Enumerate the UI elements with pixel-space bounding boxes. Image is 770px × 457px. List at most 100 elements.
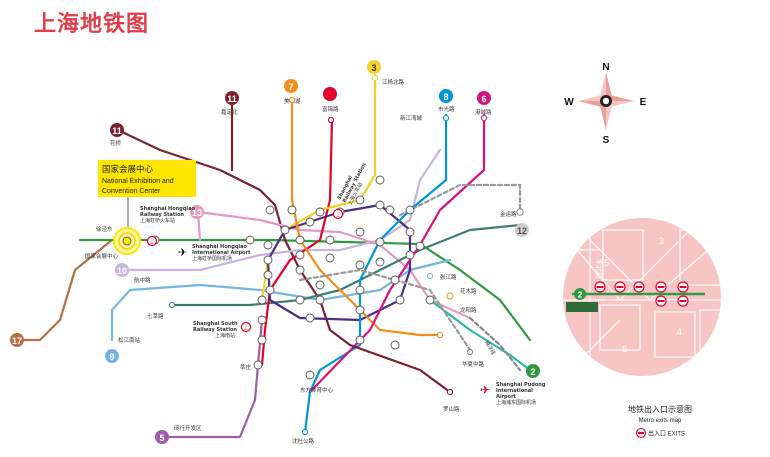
line-13-badge[interactable]: 13 — [192, 208, 202, 218]
airplane-icon: ✈ — [480, 383, 490, 397]
south-en2: Railway Station — [193, 327, 237, 333]
exit-area-5: 5 — [604, 258, 609, 268]
line-7-badge[interactable]: 7 — [288, 82, 293, 92]
line-16-path — [428, 298, 532, 372]
station-huaqiao[interactable]: 花桥 — [110, 139, 122, 147]
station-hangzhong[interactable]: 航中路 — [134, 276, 151, 284]
station-longyang[interactable]: 龙阳路 — [460, 306, 477, 314]
line-2-badge[interactable]: 2 — [530, 367, 535, 377]
exit-area-2: 2 — [714, 236, 719, 246]
line-dashed-east — [398, 183, 522, 217]
line-11-south-path — [348, 343, 452, 394]
station-xinjiang[interactable]: 新江湾城 — [400, 114, 423, 122]
hongqiao-rail-en2: Railway Station — [140, 212, 184, 218]
station-jiading[interactable]: 嘉定北 — [221, 108, 238, 116]
line-6-badge[interactable]: 6 — [481, 94, 486, 104]
hongqiao-railway[interactable]: ⊥ Shanghai Hongqiao Railway Station 上海虹桥… — [140, 206, 195, 247]
inset-legend: 出入口 EXITS — [648, 430, 685, 438]
maglev-path — [468, 316, 522, 372]
hongqiao-rail-cn: 上海虹桥火车站 — [140, 217, 175, 224]
map-title: 上海地铁图 — [34, 12, 150, 37]
station-shiguang[interactable]: 市光路 — [438, 105, 455, 113]
line-9-badge[interactable]: 9 — [109, 352, 114, 362]
station-dongfang[interactable]: 东方体育中心 — [300, 386, 334, 394]
exit-area-1: 1 — [717, 312, 722, 322]
line-8-path — [308, 113, 448, 394]
station-zhangjiang[interactable]: 张江路 — [440, 273, 457, 281]
inset-caption-en: Metro exits map — [639, 418, 682, 424]
maglev-label: 磁浮线 — [483, 340, 497, 357]
line-5-badge[interactable]: 5 — [159, 433, 164, 443]
railway-icon: ⊥ — [243, 325, 248, 332]
station-shenyang[interactable]: 沈杜公路 — [292, 437, 315, 445]
terminal-labels: 江杨北路 美兰湖 富锦路 嘉定北 花桥 市光路 港城路 新江湾城 金运路 航中路… — [85, 78, 517, 445]
line-10-badge[interactable]: 10 — [117, 266, 127, 276]
station-jinyun[interactable]: 金运路 — [500, 210, 517, 218]
line-6-path — [308, 113, 486, 394]
national-exhibition-callout: 国家会展中心 National Exhibition and Conventio… — [98, 160, 196, 255]
pudong-en1: Shanghai Pudong — [496, 382, 546, 388]
line-10-path — [120, 148, 442, 272]
line-dashed-south — [298, 268, 472, 352]
railway-icon: ⊥ — [335, 212, 340, 219]
line-badges: 3 7 11 8 6 11 13 10 12 17 9 5 2 — [10, 60, 540, 444]
line-3-badge[interactable]: 3 — [371, 63, 376, 73]
hongqiao-rail-en1: Shanghai Hongqiao — [140, 206, 195, 212]
station-xujing[interactable]: 徐泾东 — [96, 225, 113, 233]
pudong-cn: 上海浦东国际机场 — [496, 399, 536, 406]
station-guozhan[interactable]: 国家会展中心 — [85, 252, 119, 260]
hongqiao-airport[interactable]: ✈ Shanghai Hongqiao International Airpor… — [178, 244, 251, 262]
line-11a-badge[interactable]: 11 — [227, 94, 237, 104]
compass-east: E — [640, 97, 647, 108]
line-12-badge[interactable]: 12 — [517, 226, 527, 236]
exit-area-4: 4 — [677, 327, 682, 337]
callout-cn: 国家会展中心 — [102, 164, 154, 175]
compass-south: S — [603, 135, 610, 146]
compass-north: N — [602, 62, 609, 73]
line-2-path — [78, 238, 532, 342]
line-17-path — [20, 238, 114, 342]
line-8-badge[interactable]: 8 — [443, 92, 448, 102]
station-gangcheng[interactable]: 港城路 — [475, 108, 492, 116]
shanghai-south-railway[interactable]: ⊥ Shanghai South Railway Station 上海南站 — [193, 321, 252, 339]
hongqiao-air-en2: International Airport — [192, 250, 251, 256]
hongqiao-air-cn: 上海虹桥国际机场 — [192, 255, 232, 262]
line-8-south-path — [303, 390, 312, 434]
exhibition-center-marker[interactable] — [122, 236, 132, 246]
hongqiao-air-en1: Shanghai Hongqiao — [192, 244, 247, 250]
callout-en1: National Exhibition and — [102, 178, 174, 185]
pudong-en3: Airport — [496, 394, 517, 400]
station-luoshan[interactable]: 罗山路 — [443, 405, 460, 413]
exit-markers[interactable] — [594, 281, 689, 307]
compass-rose: N S E W — [564, 62, 646, 146]
airplane-icon: ✈ — [178, 247, 187, 259]
exit-area-3: 3 — [659, 236, 664, 246]
exit-inset-map: 淮北路 3 2 5 1 4 6 2 地铁出入口示意图 Metro exits m… — [563, 218, 722, 439]
south-cn: 上海南站 — [215, 332, 235, 339]
pudong-airport[interactable]: ✈ Shanghai Pudong International Airport … — [480, 382, 546, 406]
station-fujin[interactable]: 富锦路 — [322, 105, 339, 113]
line-1-path — [260, 118, 334, 367]
station-songjiang[interactable]: 松江南站 — [118, 336, 141, 344]
station-huamu[interactable]: 花木路 — [460, 287, 477, 295]
station-qibao[interactable]: 七莘路 — [147, 312, 164, 320]
terminal-dots — [168, 74, 524, 436]
station-shendi[interactable]: 闵行开发区 — [174, 424, 202, 432]
station-xinzhuang[interactable]: 莘庄 — [240, 363, 252, 371]
inset-line-badge: 2 — [578, 291, 583, 300]
line-5-path — [160, 318, 264, 439]
inset-caption-cn: 地铁出入口示意图 — [628, 404, 692, 414]
line-17-badge[interactable]: 17 — [12, 336, 22, 346]
railway-icon: ⊥ — [149, 239, 154, 246]
callout-en2: Convention Center — [102, 188, 161, 195]
exit-area-6: 6 — [622, 344, 627, 354]
south-en1: Shanghai South — [193, 321, 238, 327]
pudong-en2: International — [496, 388, 533, 394]
inset-road: 淮北路 — [595, 258, 604, 279]
line-13-path — [196, 210, 472, 320]
station-huaxia[interactable]: 华夏中路 — [462, 360, 485, 368]
station-jiangyang[interactable]: 江杨北路 — [382, 78, 405, 86]
line-11b-badge[interactable]: 11 — [112, 126, 122, 136]
compass-west: W — [564, 97, 574, 108]
